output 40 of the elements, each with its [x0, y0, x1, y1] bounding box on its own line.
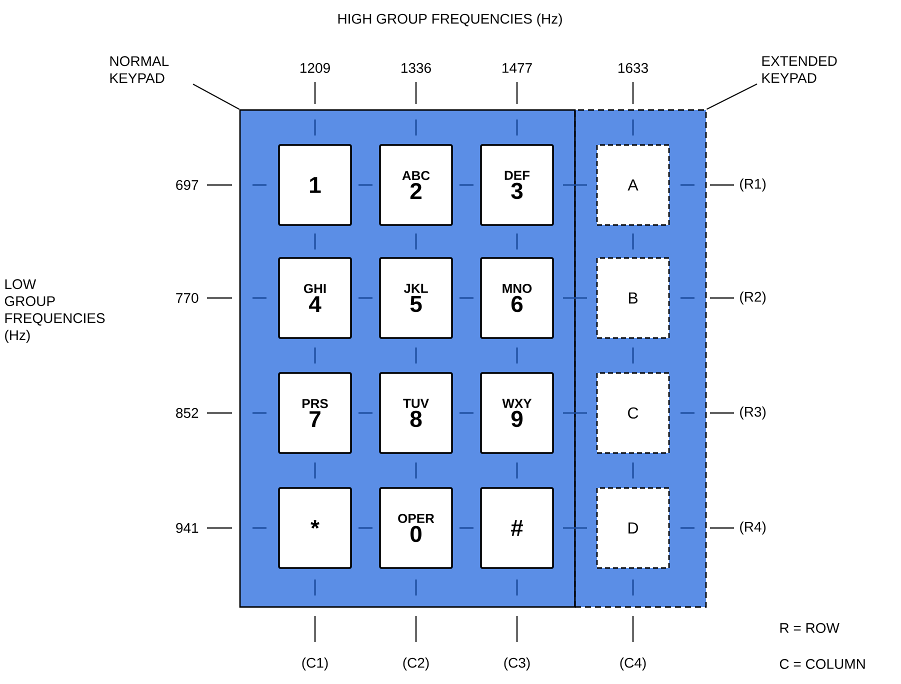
key-button: C: [596, 372, 670, 454]
axis-label: 1633: [618, 63, 648, 73]
axis-label: 697: [176, 180, 198, 190]
axis-label: 1209: [300, 63, 330, 73]
key-button: A: [596, 144, 670, 226]
key-button: D: [596, 487, 670, 569]
key-button: TUV 8: [379, 372, 453, 454]
axis-label: 770: [176, 293, 198, 303]
axis-label: (R2): [740, 291, 766, 305]
key-button: OPER 0: [379, 487, 453, 569]
key-button: B: [596, 257, 670, 339]
axis-label: (R1): [740, 178, 766, 192]
callout-text: NORMAL KEYPAD: [110, 56, 169, 83]
key-button: WXY 9: [480, 372, 554, 454]
axis-label: (C3): [504, 657, 530, 671]
key-button: MNO 6: [480, 257, 554, 339]
axis-label: (R3): [740, 406, 766, 420]
key-button: GHI 4: [278, 257, 352, 339]
key-button: JKL 5: [379, 257, 453, 339]
key-button: ABC 2: [379, 144, 453, 226]
key-button: 1: [278, 144, 352, 226]
key-button: PRS 7: [278, 372, 352, 454]
key-button: #: [480, 487, 554, 569]
axis-label: LOW GROUP FREQUENCIES (Hz): [4, 279, 105, 343]
callout-text: EXTENDED KEYPAD: [762, 56, 837, 83]
leader-line: [192, 84, 240, 110]
axis-label: 941: [176, 523, 198, 533]
axis-label: 852: [176, 408, 198, 418]
leader-line: [706, 84, 758, 110]
axis-label: (C4): [620, 657, 646, 671]
axis-label: C = COLUMN: [780, 659, 865, 669]
axis-label: (C1): [302, 657, 328, 671]
axis-label: 1336: [402, 63, 431, 73]
axis-label: R = ROW: [780, 623, 840, 633]
heading: HIGH GROUP FREQUENCIES (Hz): [338, 13, 562, 27]
axis-label: (R4): [740, 521, 766, 535]
key-button: *: [278, 487, 352, 569]
key-button: DEF 3: [480, 144, 554, 226]
axis-label: 1477: [502, 63, 532, 73]
axis-label: (C2): [403, 657, 429, 671]
